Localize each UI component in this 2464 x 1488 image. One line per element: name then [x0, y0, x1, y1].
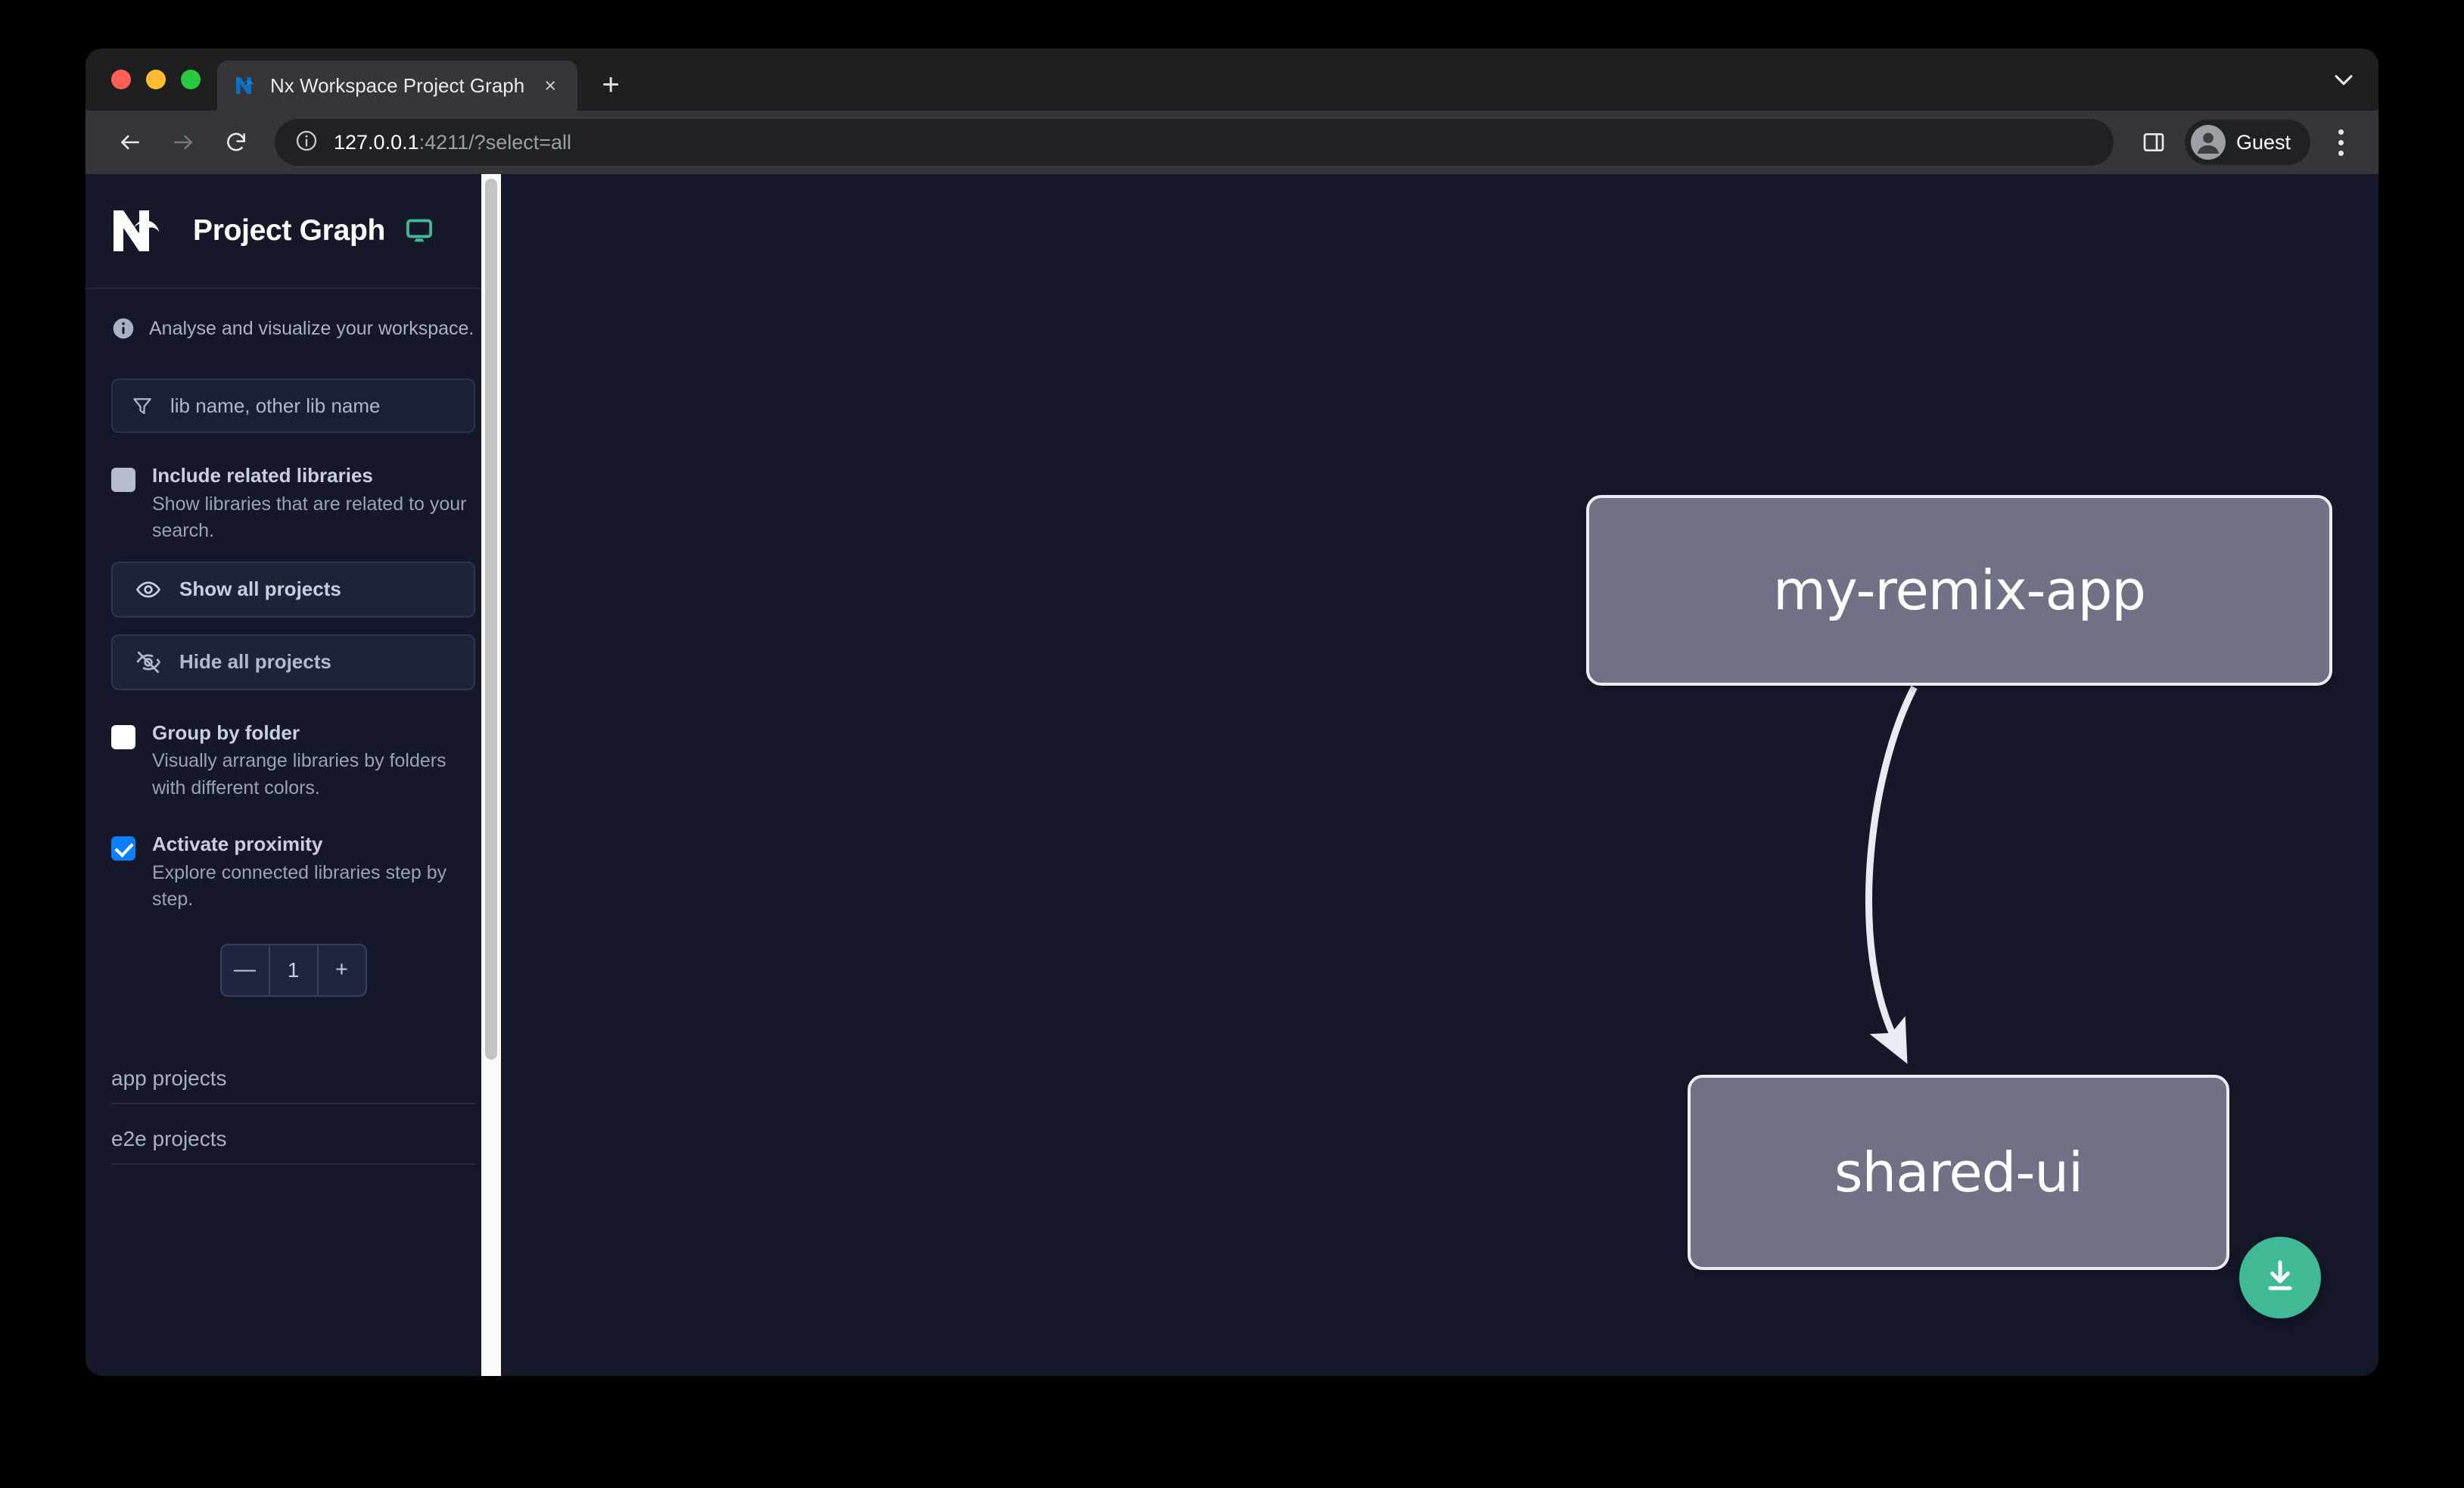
info-circle-icon[interactable]: [294, 129, 319, 157]
proximity-increment-button[interactable]: +: [335, 957, 348, 982]
sidebar-section-app-projects[interactable]: app projects: [111, 1044, 475, 1104]
browser-toolbar: 127.0.0.1:4211/?select=all Guest: [86, 111, 2378, 174]
person-avatar-icon: [2190, 125, 2226, 160]
option-group-by-folder[interactable]: Group by folder Visually arrange librari…: [111, 721, 475, 802]
reload-icon[interactable]: [213, 119, 260, 166]
download-icon: [2260, 1256, 2300, 1300]
checkbox-include-related-libraries[interactable]: [111, 468, 135, 492]
download-graph-button[interactable]: [2239, 1237, 2321, 1318]
sidebar-controls: Include related libraries Show libraries…: [86, 341, 501, 997]
checkbox-activate-proximity[interactable]: [111, 836, 135, 861]
url-host: 127.0.0.1: [334, 130, 419, 154]
hide-all-projects-button[interactable]: Hide all projects: [111, 633, 475, 690]
option-label: Activate proximity: [152, 833, 323, 855]
back-arrow-icon[interactable]: [107, 119, 154, 166]
address-bar[interactable]: 127.0.0.1:4211/?select=all: [275, 119, 2114, 166]
eye-slash-icon: [135, 649, 161, 675]
minimize-window-button[interactable]: [146, 70, 166, 89]
eye-icon: [135, 577, 161, 602]
forward-arrow-icon[interactable]: [160, 119, 207, 166]
graph-node-label: shared-ui: [1834, 1141, 2083, 1204]
close-window-button[interactable]: [111, 70, 131, 89]
url-path: :4211/?select=all: [418, 130, 572, 154]
close-icon[interactable]: ×: [544, 73, 557, 97]
option-label: Include related libraries: [152, 464, 373, 487]
side-panel-icon[interactable]: [2132, 120, 2176, 164]
search-box[interactable]: [111, 378, 475, 433]
sidebar: Project Graph Analyse and visual: [86, 174, 501, 1376]
proximity-stepper: — 1 +: [219, 943, 367, 997]
sidebar-header: Project Graph: [86, 174, 501, 289]
option-description: Show libraries that are related to your …: [152, 493, 467, 542]
kebab-dot: [2338, 139, 2344, 145]
option-activate-proximity[interactable]: Activate proximity Explore connected lib…: [111, 832, 475, 914]
browser-window: Nx Workspace Project Graph × +: [86, 48, 2378, 1376]
proximity-value: 1: [268, 945, 319, 995]
show-all-projects-label: Show all projects: [179, 577, 341, 600]
proximity-decrement-button[interactable]: —: [234, 957, 256, 982]
option-label: Group by folder: [152, 721, 300, 744]
toolbar-right-group: Guest: [2132, 120, 2362, 165]
option-text: Group by folder Visually arrange librari…: [152, 721, 475, 802]
checkbox-group-by-folder[interactable]: [111, 724, 135, 749]
option-text: Activate proximity Explore connected lib…: [152, 832, 475, 914]
profile-button[interactable]: Guest: [2184, 120, 2310, 165]
graph-node-label: my-remix-app: [1772, 559, 2146, 622]
filter-funnel-icon: [131, 394, 154, 417]
kebab-dot: [2338, 150, 2344, 156]
graph-node-shared-ui[interactable]: shared-ui: [1688, 1075, 2229, 1270]
monitor-icon[interactable]: [405, 216, 434, 245]
new-tab-button[interactable]: +: [602, 68, 620, 101]
graph-edge-my-remix-app-to-shared-ui: [1865, 685, 1918, 1064]
hide-all-projects-label: Hide all projects: [179, 650, 331, 673]
page-viewport: Project Graph Analyse and visual: [86, 174, 2378, 1376]
three-dot-menu-icon[interactable]: [2319, 120, 2362, 165]
tab-title: Nx Workspace Project Graph: [270, 73, 525, 97]
option-description: Visually arrange libraries by folders wi…: [152, 750, 446, 798]
option-description: Explore connected libraries step by step…: [152, 861, 447, 911]
tagline-row: Analyse and visualize your workspace.: [86, 289, 501, 341]
tagline-text: Analyse and visualize your workspace.: [149, 317, 474, 339]
project-sections: app projects e2e projects: [86, 1044, 501, 1165]
maximize-window-button[interactable]: [181, 70, 201, 89]
sidebar-scrollbar-thumb[interactable]: [485, 179, 497, 1060]
profile-name: Guest: [2235, 130, 2291, 154]
show-all-projects-button[interactable]: Show all projects: [111, 561, 475, 618]
info-icon: [111, 316, 135, 341]
address-bar-url: 127.0.0.1:4211/?select=all: [334, 131, 571, 154]
nx-favicon-icon: [234, 73, 258, 98]
graph-node-my-remix-app[interactable]: my-remix-app: [1586, 495, 2332, 686]
nx-logo-icon: [111, 208, 173, 254]
page-title: Project Graph: [193, 214, 385, 247]
kebab-dot: [2338, 129, 2344, 135]
sidebar-scrollbar[interactable]: [481, 174, 501, 1376]
tab-strip: Nx Workspace Project Graph × +: [86, 48, 2378, 111]
window-traffic-lights: [86, 48, 217, 111]
option-text: Include related libraries Show libraries…: [152, 463, 475, 545]
option-include-related-libraries[interactable]: Include related libraries Show libraries…: [111, 463, 475, 545]
sidebar-section-e2e-projects[interactable]: e2e projects: [111, 1104, 475, 1165]
chevron-down-icon[interactable]: [2327, 48, 2378, 111]
search-input[interactable]: [170, 394, 463, 418]
project-graph-canvas[interactable]: my-remix-app shared-ui: [501, 174, 2378, 1376]
browser-tab[interactable]: Nx Workspace Project Graph ×: [217, 61, 578, 111]
